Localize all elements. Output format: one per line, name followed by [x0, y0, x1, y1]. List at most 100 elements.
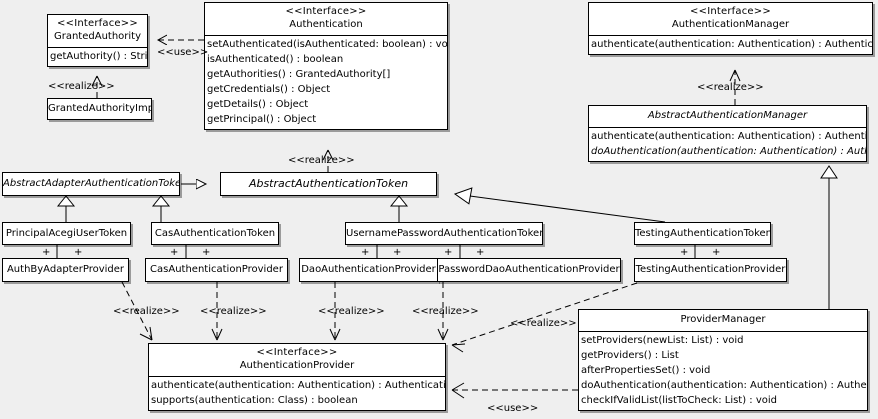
operation-row: setAuthenticated(isAuthenticated: boolea… [207, 39, 447, 50]
operation-row: doAuthentication(authentication: Authent… [581, 380, 867, 391]
class-operations-granted-authority: getAuthority() : String [48, 47, 147, 66]
association-end-plus: + [393, 247, 402, 258]
class-box-auth-by-adapter-provider[interactable]: AuthByAdapterProvider [2, 258, 129, 282]
class-operations-provider-manager: setProviders(newList: List) : void getPr… [579, 331, 867, 410]
class-name-label: ProviderManager [680, 314, 766, 325]
class-name-abstract-authentication-manager: AbstractAuthenticationManager [589, 106, 866, 127]
class-box-provider-manager[interactable]: ProviderManager setProviders(newList: Li… [578, 309, 868, 411]
class-name-label: DaoAuthenticationProvider [301, 264, 436, 275]
association-end-plus: + [361, 247, 370, 258]
class-name-label: PasswordDaoAuthenticationProvider [438, 264, 620, 275]
class-name-label: CasAuthenticationProvider [150, 264, 283, 275]
class-name-label: PrincipalAcegiUserToken [5, 228, 128, 239]
operation-row: getDetails() : Object [207, 99, 309, 110]
operation-row: supports(authentication: Class) : boolea… [151, 395, 358, 406]
class-name-label: Authentication [289, 19, 363, 30]
class-operations-authentication: setAuthenticated(isAuthenticated: boolea… [205, 35, 447, 129]
class-name-provider-manager: ProviderManager [579, 310, 867, 331]
operation-row: authenticate(authentication: Authenticat… [591, 131, 866, 142]
generalization-link-testingauthenticationtoken [453, 187, 666, 223]
edge-label-realize-granted-authority-impl: <<realize>> [48, 81, 115, 92]
operation-row: getAuthorities() : GrantedAuthority[] [207, 69, 391, 80]
edge-label-realize-abstract-authentication-token: <<realize>> [288, 155, 355, 166]
class-name-label: CasAuthenticationToken [154, 228, 276, 239]
realize-link-daoauthenticationprovider [329, 282, 341, 341]
realize-link-abstractauthenticationtoken [322, 149, 334, 172]
operation-row: getAuthority() : String [50, 51, 147, 62]
class-box-principal-acegi-user-token[interactable]: PrincipalAcegiUserToken [2, 222, 131, 245]
class-header-authentication-manager: <<Interface>> AuthenticationManager [589, 3, 872, 35]
class-box-authentication-manager[interactable]: <<Interface>> AuthenticationManager auth… [588, 2, 873, 55]
class-box-password-dao-authentication-provider[interactable]: PasswordDaoAuthenticationProvider [437, 258, 621, 282]
class-operations-abstract-authentication-manager: authenticate(authentication: Authenticat… [589, 127, 866, 161]
class-name-label: TestingAuthenticationToken [635, 228, 771, 239]
stereotype-label: <<Interface>> [57, 18, 138, 29]
association-end-plus: + [476, 247, 485, 258]
class-name-label: GrantedAuthorityImpl [48, 103, 152, 114]
class-name-label: AuthenticationProvider [239, 360, 355, 371]
realize-link-passworddaoauthenticationprovider [437, 282, 449, 341]
edge-label-use-granted-authority: <<use>> [157, 47, 209, 58]
class-header-authentication-provider: <<Interface>> AuthenticationProvider [149, 344, 445, 376]
operation-row: isAuthenticated() : boolean [207, 54, 344, 65]
stereotype-label: <<Interface>> [256, 347, 338, 358]
class-name-label: TestingAuthenticationProvider [635, 264, 786, 275]
class-operations-authentication-provider: authenticate(authentication: Authenticat… [149, 376, 445, 410]
generalization-link-casauthenticationtoken [151, 195, 171, 222]
generalization-link-providermanager [820, 165, 838, 309]
class-box-testing-authentication-token[interactable]: TestingAuthenticationToken [634, 222, 771, 245]
realize-link-casauthenticationprovider [211, 282, 223, 341]
generalization-link-usernamepasswordtoken [389, 195, 409, 222]
class-box-testing-authentication-provider[interactable]: TestingAuthenticationProvider [634, 258, 787, 282]
class-box-dao-authentication-provider[interactable]: DaoAuthenticationProvider [299, 258, 438, 282]
class-operations-authentication-manager: authenticate(authentication: Authenticat… [589, 35, 872, 54]
class-box-abstract-adapter-authentication-token[interactable]: AbstractAdapterAuthenticationToken [2, 172, 180, 196]
edge-label-realize-abstract-authentication-manager: <<realize>> [697, 82, 764, 93]
edge-label-realize-dao-provider: <<realize>> [318, 306, 385, 317]
class-box-granted-authority[interactable]: <<Interface>> GrantedAuthority getAuthor… [47, 14, 148, 67]
association-end-plus: + [170, 247, 179, 258]
association-end-plus: + [42, 247, 51, 258]
class-box-abstract-authentication-token[interactable]: AbstractAuthenticationToken [220, 172, 437, 196]
class-box-granted-authority-impl[interactable]: GrantedAuthorityImpl [47, 98, 152, 120]
operation-row: afterPropertiesSet() : void [581, 365, 711, 376]
class-box-cas-authentication-provider[interactable]: CasAuthenticationProvider [145, 258, 288, 282]
operation-row: getPrincipal() : Object [207, 114, 317, 125]
association-end-plus: + [712, 247, 721, 258]
class-name-label: UsernamePasswordAuthenticationToken [346, 228, 543, 239]
class-name-label: AbstractAuthenticationToken [248, 177, 409, 190]
operation-row: authenticate(authentication: Authenticat… [591, 39, 872, 50]
class-name-label: AbstractAuthenticationManager [647, 110, 808, 121]
stereotype-label: <<Interface>> [285, 6, 367, 17]
class-name-label: GrantedAuthority [53, 31, 142, 42]
operation-row: checkIfValidList(listToCheck: List) : vo… [581, 395, 778, 406]
class-box-authentication[interactable]: <<Interface>> Authentication setAuthenti… [204, 2, 448, 130]
generalization-link-principalacegiusertoken [56, 195, 76, 222]
class-name-label: AbstractAdapterAuthenticationToken [3, 178, 180, 189]
class-box-cas-authentication-token[interactable]: CasAuthenticationToken [151, 222, 279, 245]
operation-row: getCredentials() : Object [207, 84, 331, 95]
stereotype-label: <<Interface>> [690, 6, 771, 17]
edge-label-realize-password-dao-provider: <<realize>> [412, 306, 479, 317]
operation-row: getProviders() : List [581, 350, 679, 361]
operation-row: authenticate(authentication: Authenticat… [151, 380, 445, 391]
class-name-label: AuthByAdapterProvider [6, 264, 125, 275]
edge-label-realize-auth-by-adapter: <<realize>> [113, 306, 180, 317]
association-end-plus: + [74, 247, 83, 258]
association-end-plus: + [202, 247, 211, 258]
realize-link-grantedauthorityimpl [91, 75, 103, 98]
association-end-plus: + [444, 247, 453, 258]
class-box-abstract-authentication-manager[interactable]: AbstractAuthenticationManager authentica… [588, 105, 867, 162]
realize-link-abstractauthenticationmanager [729, 69, 741, 105]
class-name-label: AuthenticationManager [671, 19, 790, 30]
edge-label-realize-testing-provider: <<realize>> [510, 318, 577, 329]
operation-row: setProviders(newList: List) : void [581, 335, 744, 346]
class-box-username-password-authentication-token[interactable]: UsernamePasswordAuthenticationToken [345, 222, 543, 245]
edge-label-realize-cas-provider: <<realize>> [200, 306, 267, 317]
realize-link-testingauthenticationprovider [451, 282, 638, 353]
association-end-plus: + [680, 247, 689, 258]
class-box-authentication-provider[interactable]: <<Interface>> AuthenticationProvider aut… [148, 343, 446, 411]
class-header-authentication: <<Interface>> Authentication [205, 3, 447, 35]
